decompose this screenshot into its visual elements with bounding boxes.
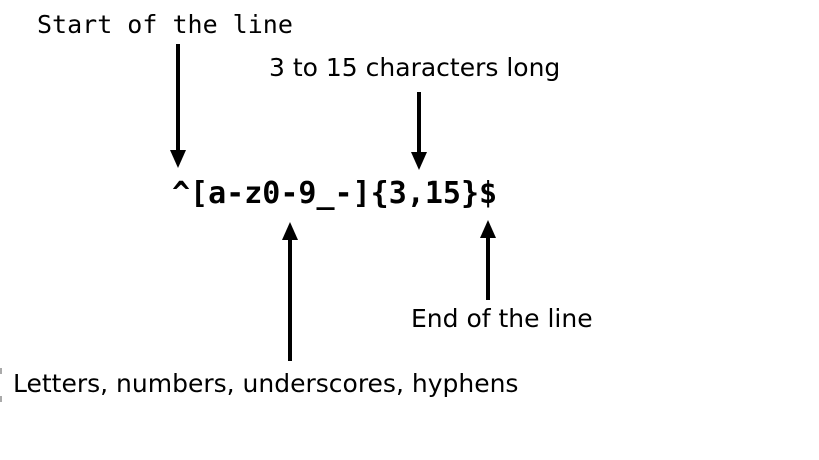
edge-artifact [0, 396, 2, 402]
arrow-shaft [176, 44, 180, 152]
arrow-down-icon [411, 152, 427, 170]
arrow-down-icon [170, 150, 186, 168]
edge-artifact [0, 368, 2, 374]
regex-pattern-text: ^[a-z0-9_-]{3,15}$ [172, 176, 498, 211]
arrow-up-icon [282, 222, 298, 240]
label-character-class: Letters, numbers, underscores, hyphens [13, 369, 519, 398]
arrow-shaft [486, 236, 490, 300]
label-character-length: 3 to 15 characters long [269, 53, 561, 82]
arrow-shaft [288, 238, 292, 361]
label-start-of-line: Start of the line [37, 10, 293, 39]
label-end-of-line: End of the line [411, 304, 593, 333]
arrow-up-icon [480, 220, 496, 238]
arrow-shaft [417, 92, 421, 154]
